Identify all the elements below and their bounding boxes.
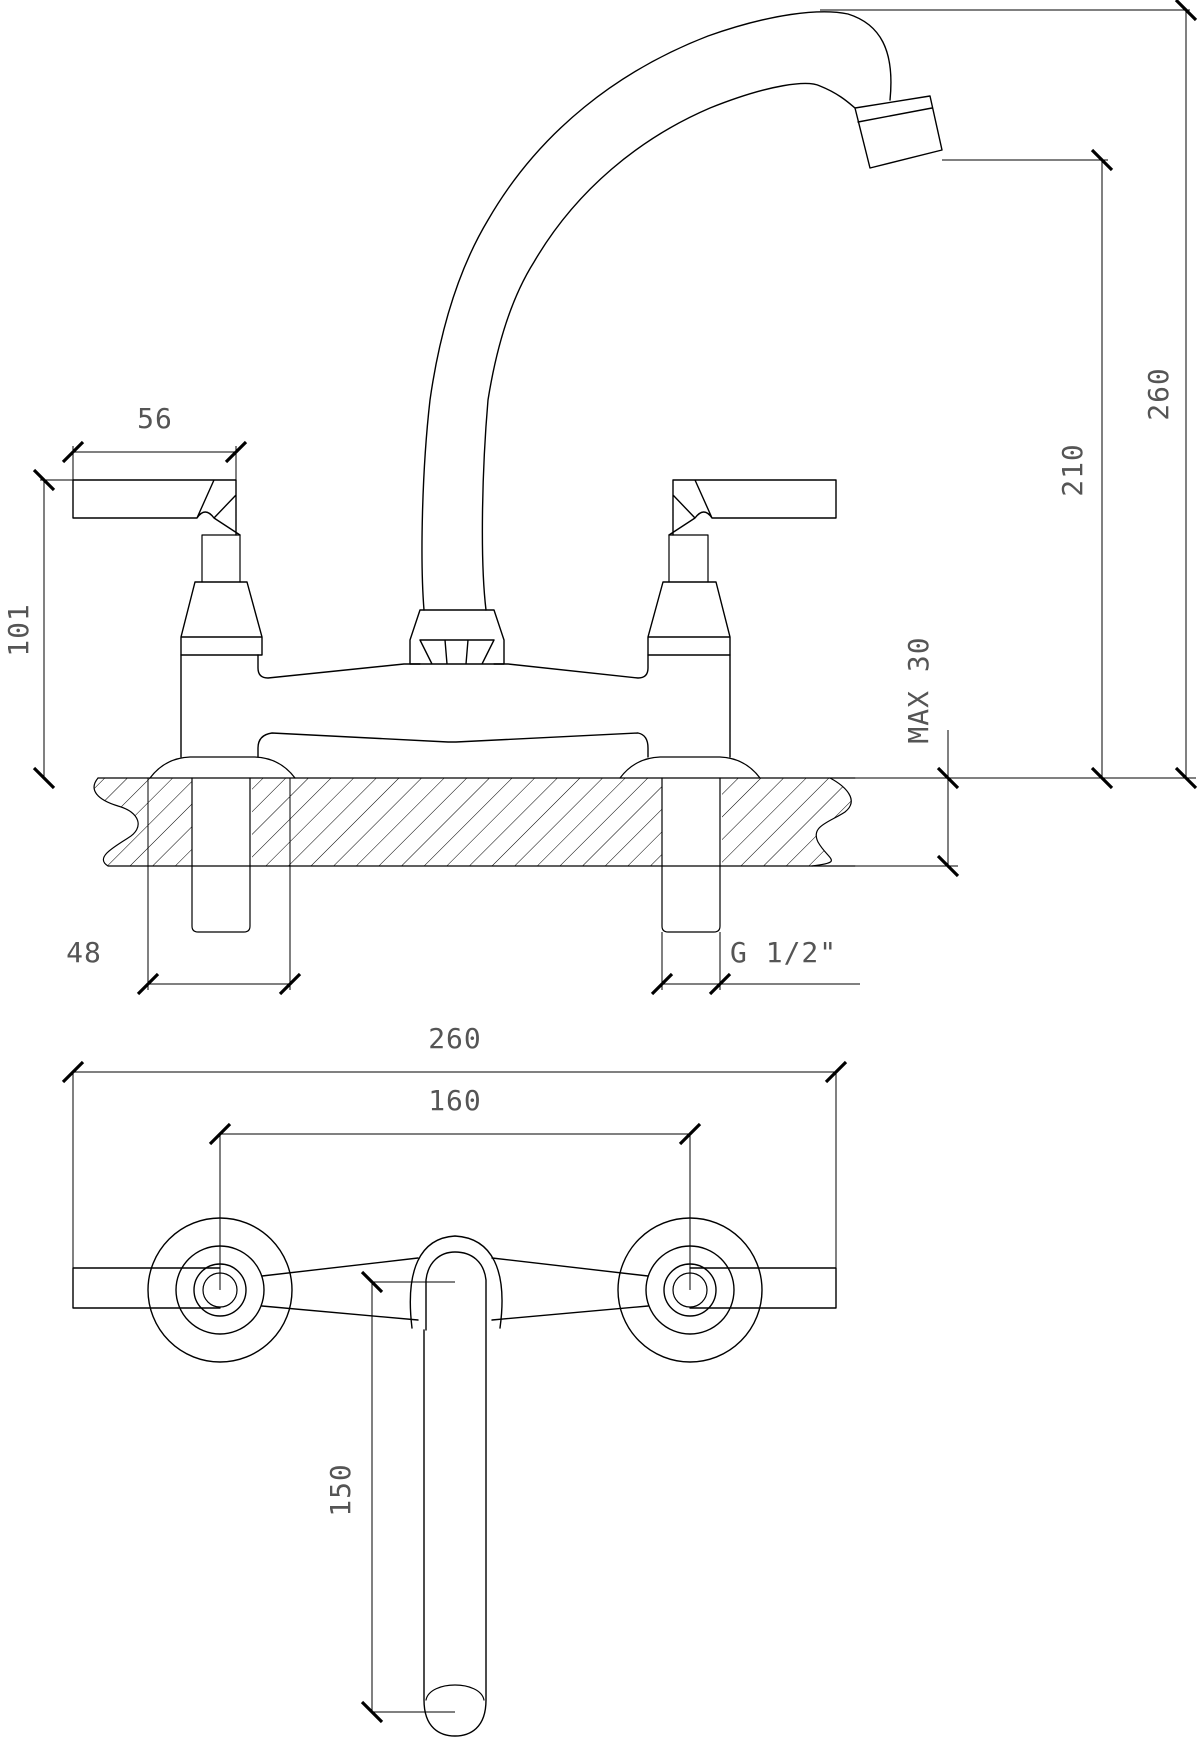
dim-label-150: 150 — [324, 1463, 357, 1517]
dim-handle-height: 101 — [2, 468, 236, 790]
right-lever-handle — [668, 479, 837, 536]
plan-view: 260 160 150 — [61, 1022, 848, 1737]
dim-shank-diameter: 48 — [66, 778, 302, 996]
dim-spout-reach: 150 — [324, 1270, 455, 1724]
right-valve-stem — [668, 534, 709, 583]
left-base-flange — [149, 756, 296, 779]
gooseneck-spout — [421, 11, 892, 611]
dim-label-max-30: MAX 30 — [902, 636, 935, 743]
dim-handle-width: 56 — [61, 402, 248, 480]
plan-right-lever — [689, 1267, 837, 1309]
left-valve-body — [180, 581, 263, 656]
dim-max-deck: MAX 30 — [855, 636, 960, 878]
right-base-flange — [619, 756, 761, 779]
dim-thread: G 1/2" — [650, 932, 860, 996]
plan-left-lever — [72, 1267, 221, 1309]
dim-label-56: 56 — [137, 402, 173, 435]
side-elevation: 56 101 210 260 — [2, 0, 1198, 996]
dim-label-48: 48 — [66, 936, 102, 969]
dim-spout-outlet: 210 — [942, 148, 1114, 790]
left-valve-stem — [201, 534, 241, 583]
dim-label-101: 101 — [2, 603, 35, 657]
dim-label-260-height: 260 — [1142, 367, 1175, 421]
plan-spout-arm — [423, 1251, 487, 1737]
left-shank — [191, 777, 251, 933]
plan-spout-tip — [425, 1684, 485, 1701]
faucet-body — [180, 654, 731, 758]
dim-total-height: 260 — [820, 0, 1198, 790]
right-valve-body — [647, 581, 731, 656]
plan-bridge — [261, 1257, 649, 1321]
dim-overall-width: 260 — [61, 1022, 848, 1268]
aerator — [854, 95, 943, 169]
dim-label-thread: G 1/2" — [730, 936, 837, 969]
spout-nut — [409, 609, 505, 665]
dim-label-260-width: 260 — [428, 1022, 482, 1055]
right-shank — [661, 777, 721, 933]
dim-label-160: 160 — [428, 1084, 482, 1117]
dim-center-distance: 160 — [208, 1084, 702, 1290]
dim-label-210: 210 — [1056, 443, 1089, 497]
left-lever-handle — [72, 479, 241, 536]
deck-section — [93, 777, 856, 867]
